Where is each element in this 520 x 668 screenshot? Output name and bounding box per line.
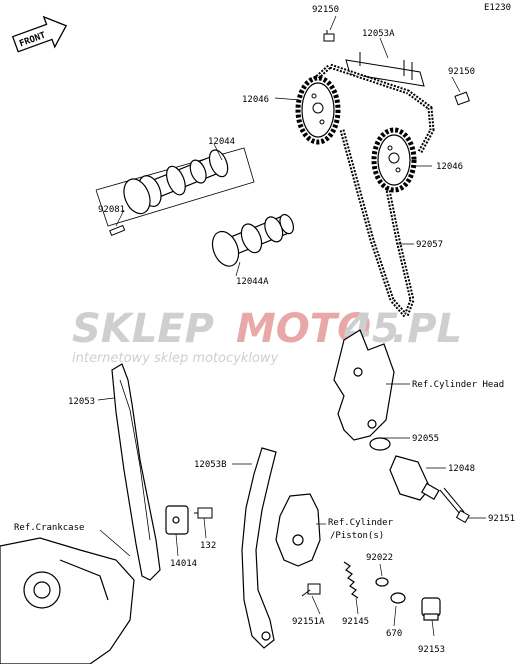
label-ref-cylinder: Ref.Cylinder	[328, 518, 394, 528]
plug-92153	[421, 597, 441, 621]
washer-92022	[375, 577, 389, 587]
bolt-92150-right	[454, 91, 470, 106]
label-ref-crankcase: Ref.Crankcase	[14, 523, 84, 533]
label-12046-right: 12046	[436, 162, 463, 172]
label-12053a: 12053A	[362, 29, 395, 39]
timing-chain-92057	[310, 63, 435, 321]
watermark: SKLEP MOTO 45 .PL internetowy sklep moto…	[72, 306, 462, 366]
label-12048: 12048	[448, 464, 475, 474]
label-92081: 92081	[98, 205, 125, 215]
plate-14014	[165, 505, 189, 535]
watermark-tagline: internetowy sklep motocyklowy	[72, 351, 279, 366]
bolt-92150-top	[323, 30, 335, 42]
cylinder-head-bracket	[333, 329, 395, 441]
diagram-code: E1230	[484, 3, 511, 13]
label-92022: 92022	[366, 553, 393, 563]
crankcase-outline	[0, 537, 135, 665]
watermark-brand-prefix: SKLEP	[72, 306, 214, 352]
label-92151: 92151	[488, 514, 515, 524]
label-ref-cylinder-head: Ref.Cylinder Head	[412, 380, 504, 390]
camshaft-12044-group	[95, 147, 255, 227]
label-92150-right: 92150	[448, 67, 475, 77]
label-12044: 12044	[208, 137, 235, 147]
cam-sprocket-12046-right	[371, 127, 417, 193]
spring-pin-92081	[109, 224, 126, 237]
label-92145: 92145	[342, 617, 369, 627]
label-12046-left: 12046	[242, 95, 269, 105]
camshaft-12044a	[211, 213, 295, 267]
o-ring-670	[390, 592, 406, 604]
label-92153: 92153	[418, 645, 445, 655]
chain-guide-12053	[111, 363, 161, 581]
leader-lines	[97, 15, 486, 637]
bolt-92151a	[301, 583, 321, 597]
label-12044a: 12044A	[236, 277, 269, 287]
label-92150-top: 92150	[312, 5, 339, 15]
cam-sprocket-12046-left	[295, 75, 341, 145]
bolt-92151	[439, 487, 470, 524]
label-92151a: 92151A	[292, 617, 325, 627]
gasket-92055	[369, 437, 391, 451]
chain-tensioner-12048	[389, 455, 440, 501]
label-14014: 14014	[170, 559, 197, 569]
bolt-132	[194, 507, 213, 519]
chain-guide-12053a	[345, 52, 425, 87]
spring-92145	[343, 561, 359, 599]
label-92057: 92057	[416, 240, 443, 250]
label-12053: 12053	[68, 397, 95, 407]
label-670: 670	[386, 629, 402, 639]
cylinder-piston-bracket	[275, 493, 321, 567]
label-ref-piston: /Piston(s)	[330, 531, 384, 541]
front-arrow-icon: FRONT	[11, 15, 68, 53]
label-12053b: 12053B	[194, 460, 227, 470]
chain-guide-12053b	[241, 447, 277, 649]
label-92055: 92055	[412, 434, 439, 444]
part-labels: 92150 12053A 92150 12046 12044 12046 920…	[14, 5, 515, 655]
label-132: 132	[200, 541, 216, 551]
